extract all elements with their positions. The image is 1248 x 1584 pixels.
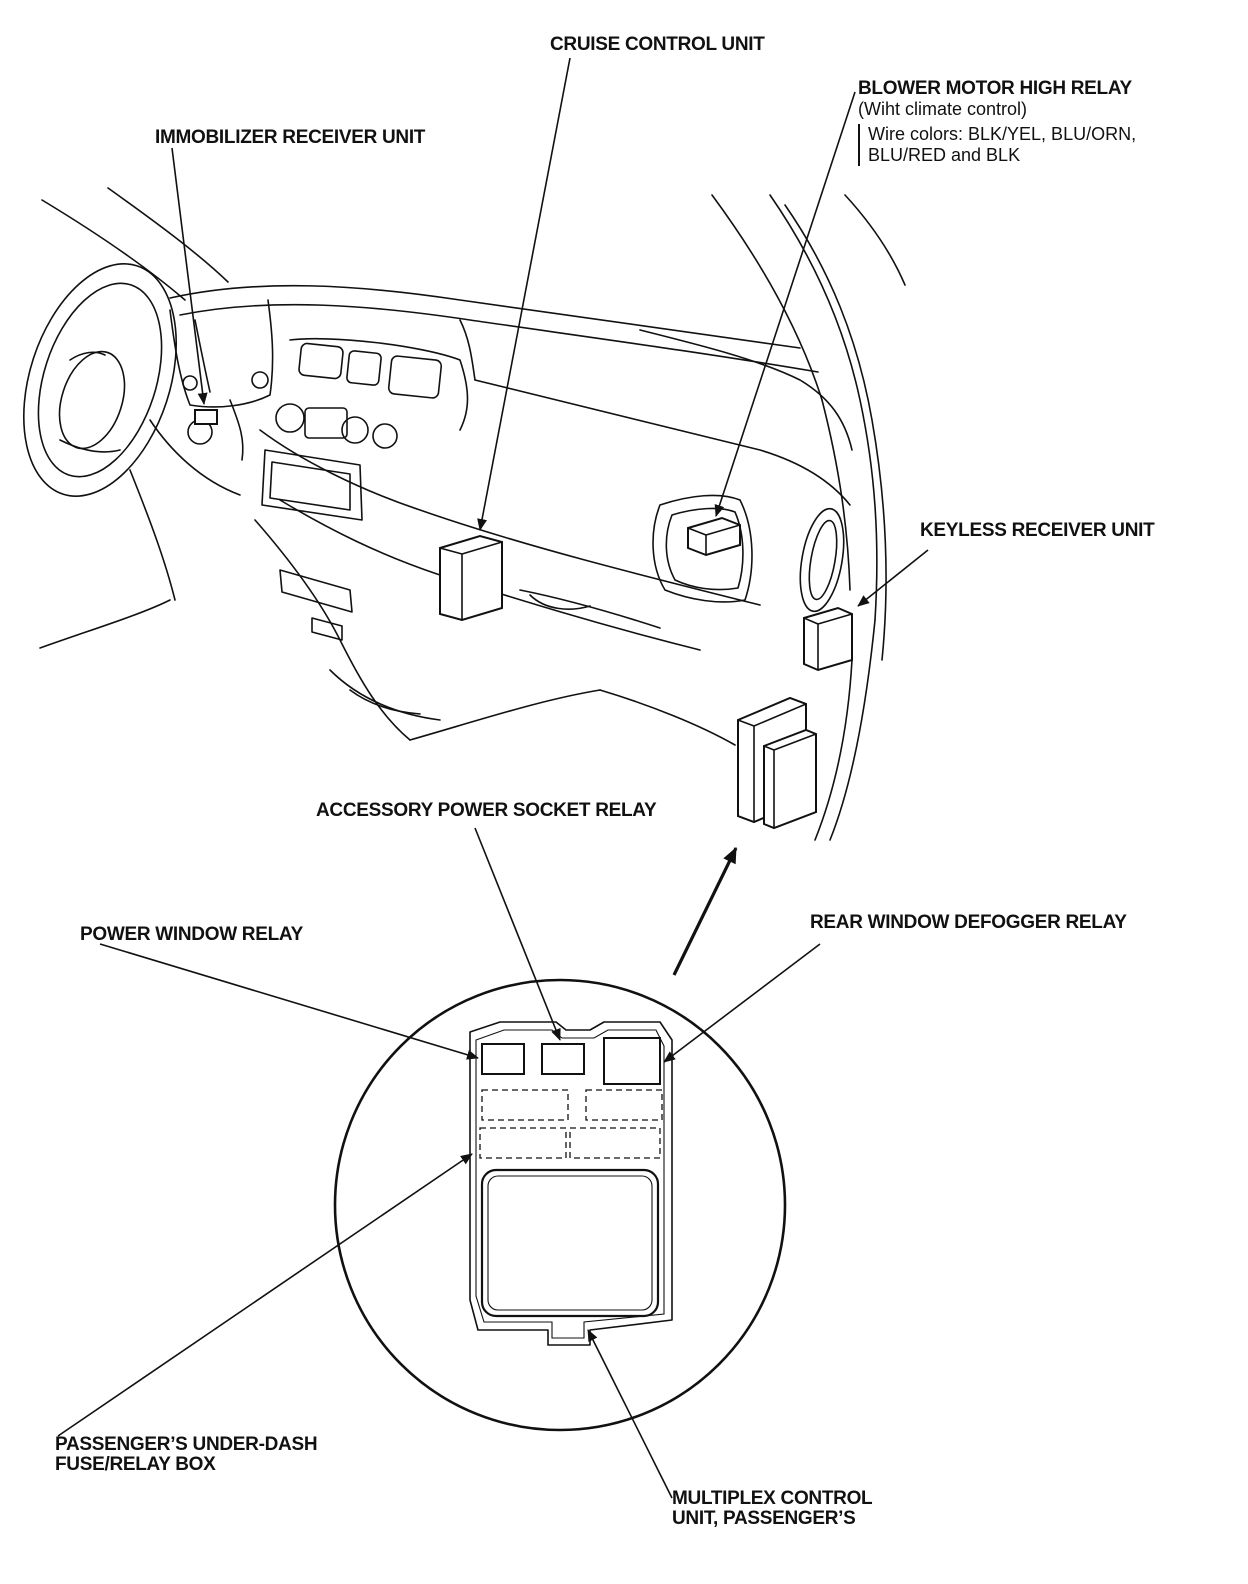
magnifier-circle: [333, 978, 787, 1432]
keyless-receiver-unit-box: [803, 606, 853, 672]
label-multiplex-line2: UNIT, PASSENGER’S: [672, 1508, 856, 1529]
label-immobilizer-receiver-unit: IMMOBILIZER RECEIVER UNIT: [155, 127, 426, 148]
label-under-dash-line1: PASSENGER’S UNDER-DASH: [55, 1434, 318, 1455]
label-cruise-control-unit: CRUISE CONTROL UNIT: [550, 34, 765, 55]
label-blower-motor-high-relay: BLOWER MOTOR HIGH RELAY: [858, 78, 1132, 99]
blower-motor-relay-box: [687, 516, 741, 557]
leader-under-dash-box: [57, 1153, 473, 1437]
leader-cruise-control: [477, 57, 571, 531]
label-accessory-power-socket-relay: ACCESSORY POWER SOCKET RELAY: [316, 800, 657, 821]
label-power-window-relay: POWER WINDOW RELAY: [80, 924, 303, 945]
label-wire-colors: Wire colors: BLK/YEL, BLU/ORN, BLU/RED a…: [858, 124, 1208, 166]
label-under-dash-line2: FUSE/RELAY BOX: [55, 1454, 216, 1475]
cruise-control-unit-box: [439, 534, 503, 622]
fuse-relay-box-detail: [469, 1021, 673, 1346]
leader-keyless-receiver: [857, 549, 929, 607]
leader-lines: [57, 57, 929, 1499]
leader-accessory-socket: [474, 827, 561, 1041]
leader-blower-motor: [714, 91, 856, 517]
multiplex-fuse-box: [737, 696, 817, 830]
leader-multiplex: [587, 1329, 673, 1499]
label-blower-motor-note: (Wiht climate control): [858, 99, 1028, 119]
label-multiplex-line1: MULTIPLEX CONTROL: [672, 1488, 873, 1509]
leader-power-window: [99, 943, 479, 1060]
label-rear-window-defogger-relay: REAR WINDOW DEFOGGER RELAY: [810, 912, 1127, 933]
label-keyless-receiver-unit: KEYLESS RECEIVER UNIT: [920, 520, 1155, 541]
zoom-arrow: [672, 846, 738, 976]
dashboard-outline: [22, 187, 906, 841]
leader-rear-defogger: [663, 943, 821, 1063]
leader-immobilizer: [171, 147, 208, 405]
